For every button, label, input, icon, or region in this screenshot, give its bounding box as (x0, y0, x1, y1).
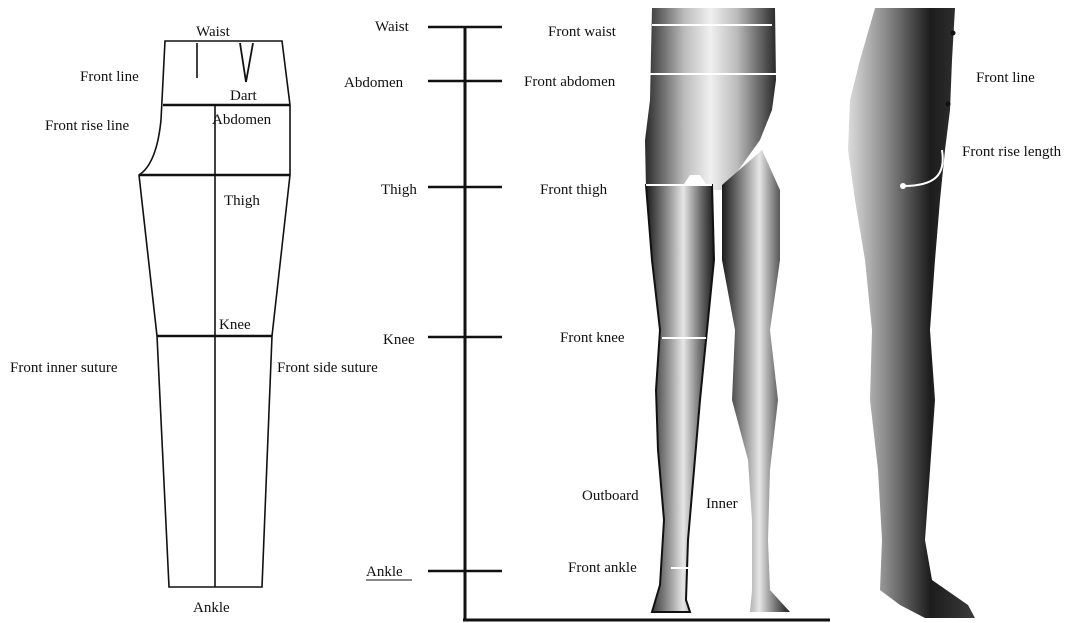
pattern-front-side-suture-label: Front side suture (277, 360, 378, 376)
scale-abdomen-label: Abdomen (344, 75, 404, 91)
pattern-dart (240, 43, 253, 82)
front-ankle-label: Front ankle (568, 560, 637, 576)
front-knee-label: Front knee (560, 330, 625, 346)
scale-knee-label: Knee (383, 332, 415, 348)
front-left-leg (722, 150, 790, 612)
inner-label: Inner (706, 496, 738, 512)
side-front-line-label: Front line (976, 70, 1035, 86)
pattern-waist-label: Waist (196, 24, 231, 40)
scale-waist-label: Waist (375, 19, 410, 35)
pattern-front-rise-line-label: Front rise line (45, 118, 129, 134)
pattern-front-line-label: Front line (80, 69, 139, 85)
pattern-abdomen-label: Abdomen (212, 112, 272, 128)
pattern-knee-label: Knee (219, 317, 251, 333)
front-abdomen-label: Front abdomen (524, 74, 616, 90)
side-front-line-dot-top (951, 31, 956, 36)
pattern-ankle-label: Ankle (193, 600, 230, 616)
scale-ankle-label: Ankle (366, 564, 403, 580)
scale-thigh-label: Thigh (381, 182, 417, 198)
front-thigh-label: Front thigh (540, 182, 608, 198)
side-front-line-dot-bottom (946, 102, 951, 107)
front-body-figure (645, 8, 790, 612)
pattern-front-inner-suture-label: Front inner suture (10, 360, 118, 376)
front-right-leg (646, 185, 714, 612)
pattern-dart-label: Dart (230, 88, 257, 104)
side-body-figure (848, 8, 975, 618)
front-rise-length-point (900, 183, 906, 189)
pattern-thigh-label: Thigh (224, 193, 260, 209)
front-rise-length-label: Front rise length (962, 144, 1062, 160)
side-body (848, 8, 975, 618)
outboard-label: Outboard (582, 488, 639, 504)
front-waist-label: Front waist (548, 24, 617, 40)
